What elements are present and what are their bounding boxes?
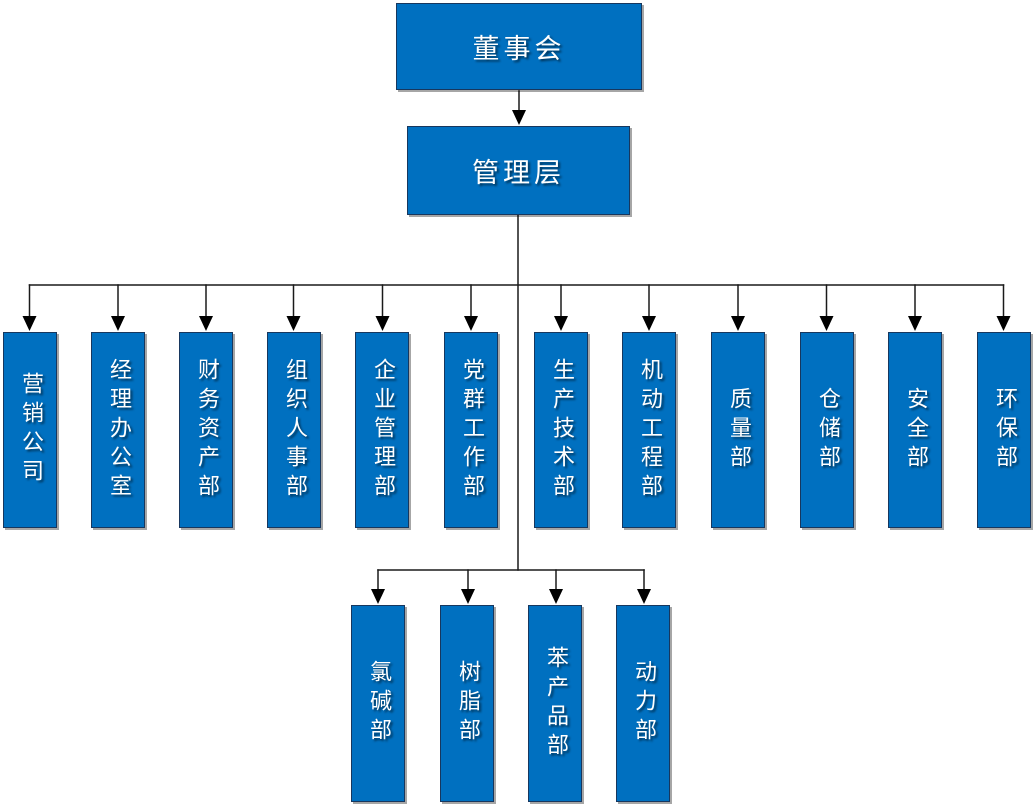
org-node-production-unit-label: 树脂部 [455,660,480,747]
org-node-production-unit: 苯产品部 [528,605,582,802]
org-node-department: 质量部 [711,332,765,528]
org-node-production-unit: 氯碱部 [351,605,405,802]
org-node-department-label: 环保部 [992,386,1017,474]
org-node-department-label: 经理办公室 [106,357,131,503]
org-node-production-unit-label: 苯产品部 [543,645,568,762]
org-node-department-label: 党群工作部 [459,357,484,503]
org-node-department: 组织人事部 [267,332,321,528]
org-node-department-label: 生产技术部 [549,357,574,503]
org-node-department: 财务资产部 [179,332,233,528]
org-node-production-unit-label: 动力部 [631,660,656,747]
org-node-production-unit: 动力部 [616,605,670,802]
org-node-department-label: 组织人事部 [282,357,307,503]
org-node-department: 机动工程部 [622,332,676,528]
org-node-department: 安全部 [888,332,942,528]
org-node-department: 企业管理部 [355,332,409,528]
org-node-department: 环保部 [977,332,1031,528]
org-node-management: 管理层 [407,126,630,215]
org-node-production-unit-label: 氯碱部 [366,660,391,747]
org-node-department-label: 营销公司 [18,372,43,488]
org-node-department-label: 企业管理部 [370,357,395,503]
org-node-department-label: 安全部 [903,386,928,474]
org-node-board-label: 董事会 [472,34,566,65]
org-node-department: 营销公司 [3,332,57,528]
org-node-department: 经理办公室 [91,332,145,528]
org-node-department-label: 质量部 [726,386,751,474]
org-node-department-label: 机动工程部 [637,357,662,503]
org-node-department: 仓储部 [800,332,854,528]
connector-department-drops [22,284,1011,331]
org-node-department: 生产技术部 [534,332,588,528]
org-node-department-label: 仓储部 [815,386,840,474]
org-node-board: 董事会 [396,3,642,90]
org-node-department-label: 财务资产部 [194,357,219,503]
connector-board-to-management [512,90,526,125]
org-node-management-label: 管理层 [472,158,565,189]
org-node-production-unit: 树脂部 [440,605,494,802]
org-node-department: 党群工作部 [444,332,498,528]
connector-production-drops [371,569,651,604]
